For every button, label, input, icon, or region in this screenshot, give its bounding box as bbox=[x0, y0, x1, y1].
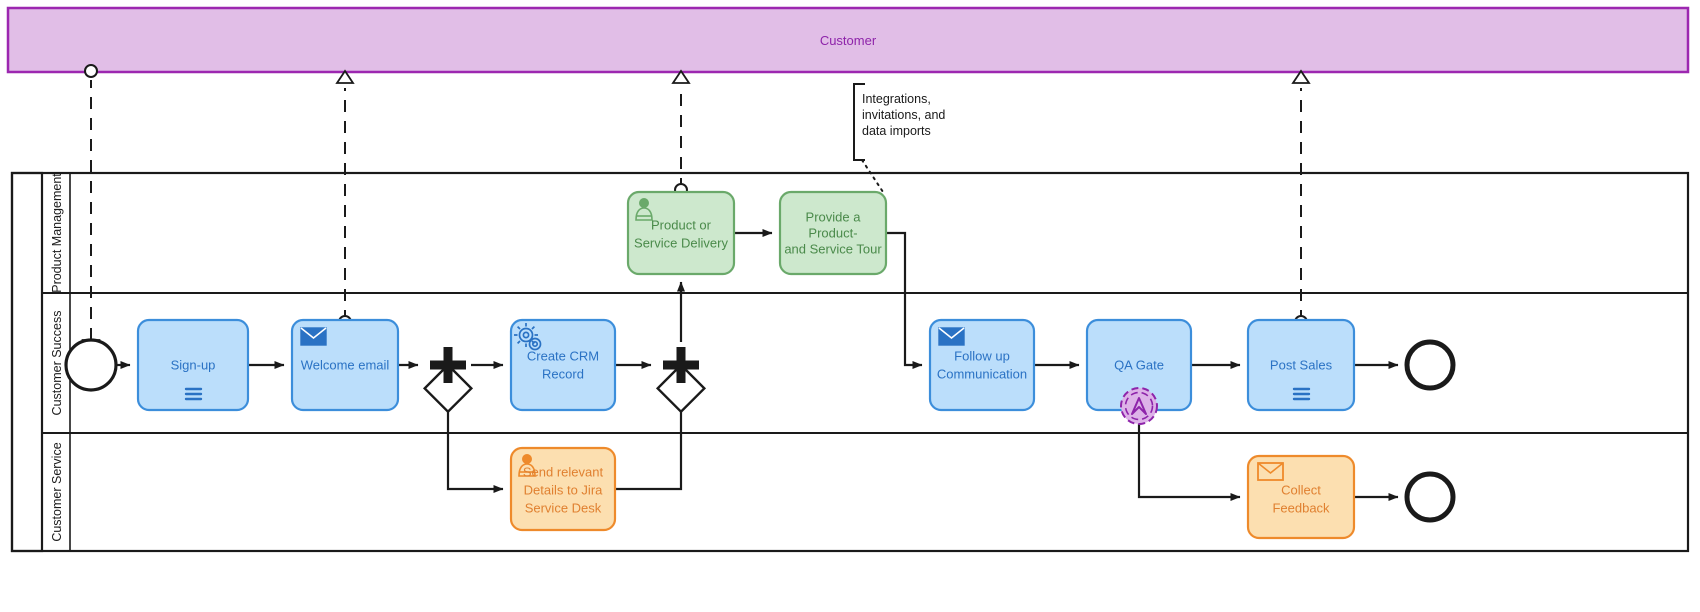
pool-company[interactable]: Product Management Customer Success Cust… bbox=[10, 171, 1690, 553]
flow-send-jira-to-join[interactable] bbox=[615, 389, 685, 491]
msgflow-post-sales-to-customer[interactable] bbox=[1291, 69, 1311, 329]
msgflow-product-delivery-to-customer[interactable] bbox=[671, 69, 691, 197]
send-message-icon bbox=[938, 327, 965, 346]
task-collect-feedback[interactable]: Collect Feedback bbox=[1246, 454, 1356, 540]
flow-split-to-send-jira[interactable] bbox=[446, 388, 504, 493]
gateway-parallel-split[interactable] bbox=[422, 347, 474, 414]
task-product-or-service-delivery-line-1: Product or bbox=[651, 217, 712, 232]
send-message-icon bbox=[300, 327, 327, 346]
task-provide-product-and-service-tour[interactable]: Provide a Product- and Service Tour bbox=[778, 190, 888, 276]
lane-customer-success-label: Customer Success bbox=[50, 311, 64, 416]
lane-customer-service[interactable]: Customer Service bbox=[41, 432, 1689, 552]
manual-user-icon bbox=[635, 198, 653, 221]
task-provide-tour-line-3: and Service Tour bbox=[784, 241, 882, 256]
msgflow-welcome-email-to-customer[interactable] bbox=[335, 69, 355, 329]
event-end-collect-feedback[interactable] bbox=[1404, 471, 1456, 523]
task-follow-up-communication-line-1: Follow up bbox=[954, 348, 1010, 363]
task-provide-tour-line-1: Provide a bbox=[806, 209, 862, 224]
pool-customer-title: Customer bbox=[820, 33, 877, 48]
annotation-line-1: Integrations, bbox=[862, 92, 931, 106]
task-welcome-email[interactable]: Welcome email bbox=[290, 318, 400, 412]
task-qa-gate[interactable]: QA Gate bbox=[1085, 318, 1193, 412]
task-send-details-jira-line-3: Service Desk bbox=[525, 500, 602, 515]
annotation-integrations[interactable]: Integrations, invitations, and data impo… bbox=[853, 83, 945, 196]
msgflow-signup-to-customer[interactable] bbox=[81, 64, 101, 354]
task-follow-up-communication-line-2: Communication bbox=[937, 366, 1027, 381]
event-start-signup[interactable] bbox=[64, 338, 118, 392]
flow-boundary-to-collect-feedback[interactable] bbox=[1137, 424, 1241, 501]
task-send-details-jira-line-1: Send relevant bbox=[523, 464, 604, 479]
task-signup[interactable]: Sign-up bbox=[136, 318, 250, 412]
task-product-or-service-delivery[interactable]: Product or Service Delivery bbox=[626, 190, 736, 276]
gateway-parallel-join[interactable] bbox=[655, 347, 707, 414]
sub-process-list-icon bbox=[1292, 387, 1311, 401]
event-end-post-sales[interactable] bbox=[1404, 339, 1456, 391]
task-send-details-jira[interactable]: Send relevant Details to Jira Service De… bbox=[509, 446, 617, 532]
receive-message-icon bbox=[1257, 462, 1284, 481]
annotation-line-3: data imports bbox=[862, 124, 931, 138]
pool-customer[interactable]: Customer bbox=[6, 6, 1690, 74]
task-post-sales-label: Post Sales bbox=[1270, 357, 1333, 372]
task-signup-label: Sign-up bbox=[171, 357, 216, 372]
task-create-crm-record-line-2: Record bbox=[542, 366, 584, 381]
task-post-sales[interactable]: Post Sales bbox=[1246, 318, 1356, 412]
task-send-details-jira-line-2: Details to Jira bbox=[524, 482, 604, 497]
task-follow-up-communication[interactable]: Follow up Communication bbox=[928, 318, 1036, 412]
annotation-line-2: invitations, and bbox=[862, 108, 945, 122]
service-gear-icon bbox=[514, 323, 542, 351]
sub-process-list-icon bbox=[184, 387, 203, 401]
lane-customer-service-label: Customer Service bbox=[50, 442, 64, 541]
task-welcome-email-label: Welcome email bbox=[301, 357, 390, 372]
boundary-escalation-event-qa-gate[interactable] bbox=[1120, 387, 1158, 425]
task-qa-gate-label: QA Gate bbox=[1114, 357, 1164, 372]
sequence-flow-group bbox=[116, 229, 1399, 501]
lane-product-management-label: Product Management bbox=[50, 173, 64, 293]
task-create-crm-record[interactable]: Create CRM Record bbox=[509, 318, 617, 412]
flow-tour-to-follow-up[interactable] bbox=[886, 231, 923, 369]
task-collect-feedback-line-1: Collect bbox=[1281, 482, 1321, 497]
manual-user-icon bbox=[518, 453, 536, 477]
task-collect-feedback-line-2: Feedback bbox=[1272, 500, 1330, 515]
task-provide-tour-line-2: Product- bbox=[808, 225, 857, 240]
task-product-or-service-delivery-line-2: Service Delivery bbox=[634, 235, 728, 250]
task-create-crm-record-line-1: Create CRM bbox=[527, 348, 599, 363]
